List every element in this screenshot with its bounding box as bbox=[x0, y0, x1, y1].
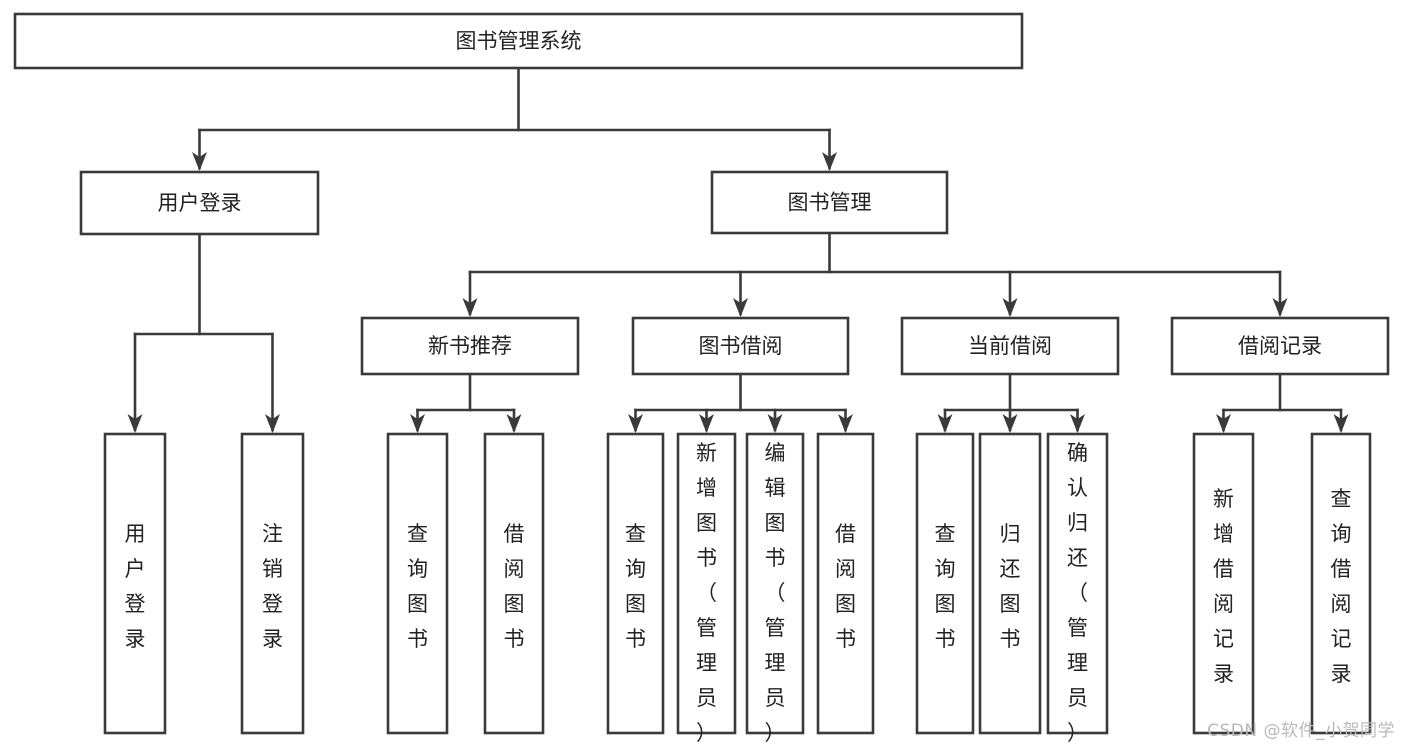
node-root-图书管理系统[interactable]: 图书管理系统 bbox=[13, 12, 1024, 70]
node-label: 用户登录 bbox=[125, 522, 146, 651]
node-rect bbox=[1046, 432, 1109, 735]
node-rect bbox=[816, 432, 875, 735]
node-rect bbox=[745, 432, 805, 735]
node-label: 借阅图书 bbox=[504, 522, 525, 651]
node-rect bbox=[360, 316, 580, 376]
node-rect bbox=[900, 316, 1120, 376]
node-label: 新增借阅记录 bbox=[1213, 487, 1234, 686]
node-leaf-9[interactable]: 归还图书 bbox=[978, 432, 1042, 735]
node-level3-1[interactable]: 图书借阅 bbox=[631, 316, 850, 376]
node-rect bbox=[676, 432, 737, 735]
node-label: 注销登录 bbox=[262, 522, 283, 651]
node-level3-2[interactable]: 当前借阅 bbox=[900, 316, 1120, 376]
node-rect bbox=[978, 432, 1042, 735]
node-leaf-6[interactable]: 编辑图书（管理员） bbox=[745, 432, 805, 745]
watermark-text: CSDN @软件_小贺同学 bbox=[1207, 721, 1395, 741]
node-label: 用户登录 bbox=[158, 191, 242, 215]
node-label: 归还图书 bbox=[1000, 522, 1021, 651]
node-label: 确认归还（管理员） bbox=[1067, 441, 1088, 745]
node-rect bbox=[606, 432, 665, 735]
node-leaf-0[interactable]: 用户登录 bbox=[103, 432, 167, 735]
node-label: 查询图书 bbox=[935, 522, 956, 651]
node-rect bbox=[1192, 432, 1255, 735]
node-label: 查询图书 bbox=[407, 522, 428, 651]
connector-layer bbox=[127, 66, 1349, 433]
node-rect bbox=[1170, 316, 1390, 376]
node-layer: 图书管理系统用户登录图书管理新书推荐图书借阅当前借阅借阅记录用户登录注销登录查询… bbox=[13, 12, 1390, 745]
node-leaf-10[interactable]: 确认归还（管理员） bbox=[1046, 432, 1109, 745]
node-leaf-2[interactable]: 查询图书 bbox=[386, 432, 449, 735]
node-label: 查询借阅记录 bbox=[1331, 487, 1352, 686]
node-level2-1[interactable]: 图书管理 bbox=[710, 170, 949, 235]
node-level3-0[interactable]: 新书推荐 bbox=[360, 316, 580, 376]
node-label: 图书借阅 bbox=[699, 334, 783, 358]
node-rect bbox=[483, 432, 545, 735]
node-leaf-12[interactable]: 查询借阅记录 bbox=[1310, 432, 1372, 735]
node-level2-0[interactable]: 用户登录 bbox=[79, 170, 320, 236]
node-level3-3[interactable]: 借阅记录 bbox=[1170, 316, 1390, 376]
node-label: 图书管理系统 bbox=[456, 29, 582, 53]
node-label: 新书推荐 bbox=[428, 334, 512, 358]
node-leaf-5[interactable]: 新增图书（管理员） bbox=[676, 432, 737, 745]
node-leaf-3[interactable]: 借阅图书 bbox=[483, 432, 545, 735]
node-leaf-8[interactable]: 查询图书 bbox=[915, 432, 975, 735]
node-rect bbox=[915, 432, 975, 735]
node-leaf-11[interactable]: 新增借阅记录 bbox=[1192, 432, 1255, 735]
node-leaf-4[interactable]: 查询图书 bbox=[606, 432, 665, 735]
node-rect bbox=[240, 432, 305, 735]
node-leaf-7[interactable]: 借阅图书 bbox=[816, 432, 875, 735]
node-leaf-1[interactable]: 注销登录 bbox=[240, 432, 305, 735]
node-label: 新增图书（管理员） bbox=[696, 441, 717, 745]
node-label: 编辑图书（管理员） bbox=[765, 441, 786, 745]
node-label: 当前借阅 bbox=[968, 334, 1052, 358]
node-rect bbox=[79, 170, 320, 236]
node-label: 图书管理 bbox=[788, 191, 872, 215]
node-label: 借阅记录 bbox=[1238, 334, 1322, 358]
node-rect bbox=[103, 432, 167, 735]
node-rect bbox=[631, 316, 850, 376]
node-rect bbox=[13, 12, 1024, 70]
node-label: 借阅图书 bbox=[835, 522, 856, 651]
node-rect bbox=[710, 170, 949, 235]
node-label: 查询图书 bbox=[625, 522, 646, 651]
node-rect bbox=[386, 432, 449, 735]
node-rect bbox=[1310, 432, 1372, 735]
